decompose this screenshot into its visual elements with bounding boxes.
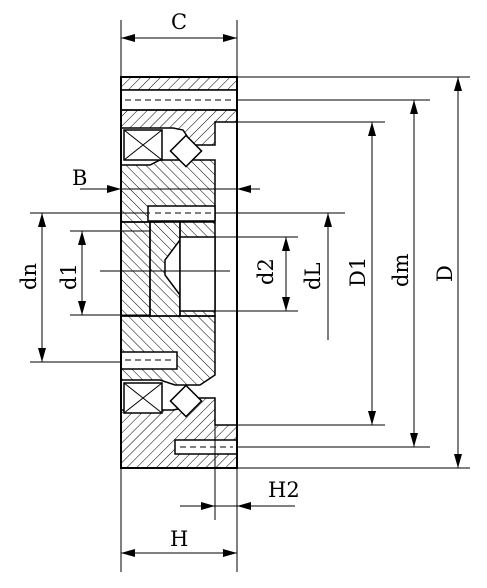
label-h: H xyxy=(170,527,188,551)
dim-d1: d1 xyxy=(57,230,150,316)
dim-d2: d2 xyxy=(215,236,298,312)
inner-ring xyxy=(120,159,216,386)
roller-top xyxy=(123,129,203,168)
dim-dn: dn xyxy=(17,212,150,363)
label-d1-large: D1 xyxy=(346,257,370,287)
label-d: D xyxy=(433,265,457,282)
label-d1: d1 xyxy=(57,263,81,290)
dim-d1-large: D1 xyxy=(237,121,385,426)
dim-dl: dL xyxy=(215,212,345,340)
label-h2: H2 xyxy=(268,478,300,502)
label-c: C xyxy=(171,10,187,34)
body-outline xyxy=(120,76,238,469)
label-dl: dL xyxy=(301,263,325,290)
label-b: B xyxy=(72,166,87,190)
label-dm: dm xyxy=(389,254,413,287)
label-dn: dn xyxy=(17,263,41,290)
dim-dm: dm xyxy=(237,99,430,448)
dim-d: D xyxy=(237,76,470,469)
dim-h: H xyxy=(120,468,238,572)
label-d2: d2 xyxy=(254,258,278,285)
dim-b: B xyxy=(72,166,260,193)
roller-bottom xyxy=(123,382,203,418)
dim-c: C xyxy=(120,10,238,77)
